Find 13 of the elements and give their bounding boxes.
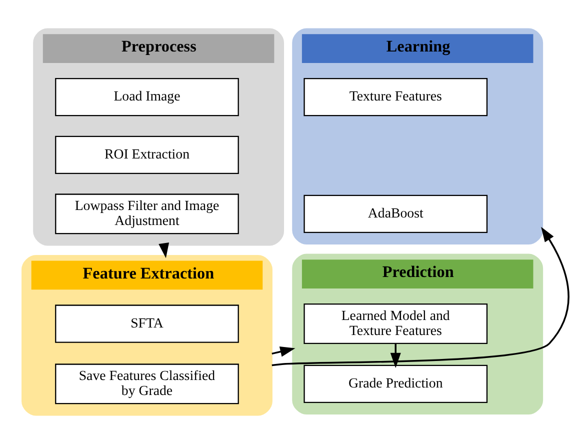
node-box: Save Features Classified by Grade	[55, 364, 239, 404]
arrow	[158, 242, 170, 258]
node-box: AdaBoost	[304, 194, 488, 233]
node-box: Learned Model and Texture Features	[304, 304, 488, 344]
node-box: Texture Features	[304, 78, 488, 116]
arrow	[272, 226, 570, 366]
node-box: ROI Extraction	[55, 136, 239, 174]
node-box: Load Image	[55, 78, 239, 116]
node-box: Lowpass Filter and Image Adjustment	[55, 194, 239, 234]
arrow	[390, 344, 401, 368]
node-box: SFTA	[55, 304, 239, 343]
node-box: Grade Prediction	[304, 364, 488, 403]
arrow	[272, 346, 296, 357]
